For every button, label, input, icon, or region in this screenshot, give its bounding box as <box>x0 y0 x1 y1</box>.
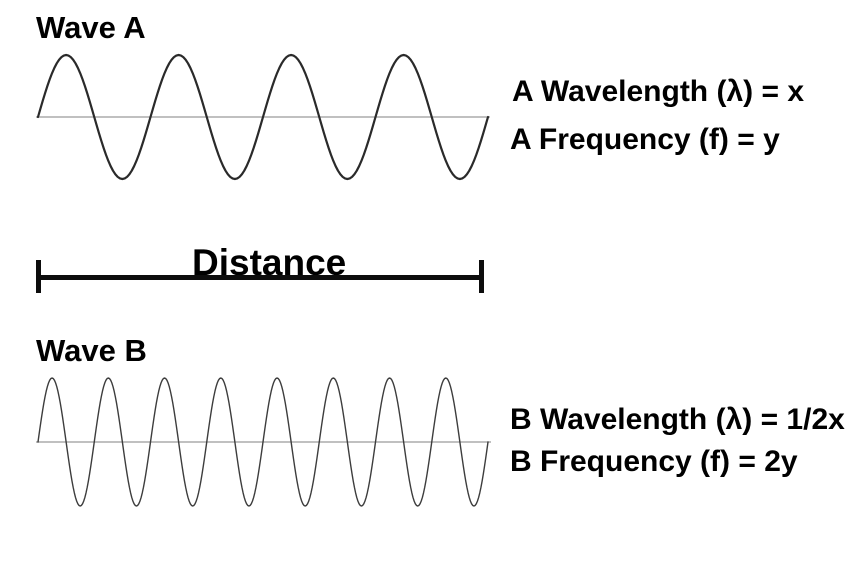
wave-b-wavelength-label: B Wavelength (λ) = 1/2x <box>510 403 845 436</box>
wave-b-title: Wave B <box>36 333 147 368</box>
distance-bar-line <box>38 275 482 280</box>
wave-a-curve <box>36 53 490 181</box>
distance-right-tick <box>479 260 484 293</box>
wave-a-wavelength-label: A Wavelength (λ) = x <box>512 75 805 108</box>
wave-a-frequency-label: A Frequency (f) = y <box>510 123 780 156</box>
distance-left-tick <box>36 260 41 293</box>
wave-b-curve <box>37 377 489 507</box>
wave-b-frequency-label: B Frequency (f) = 2y <box>510 445 798 478</box>
wave-a-title: Wave A <box>36 10 146 45</box>
distance-label: Distance <box>192 242 347 283</box>
